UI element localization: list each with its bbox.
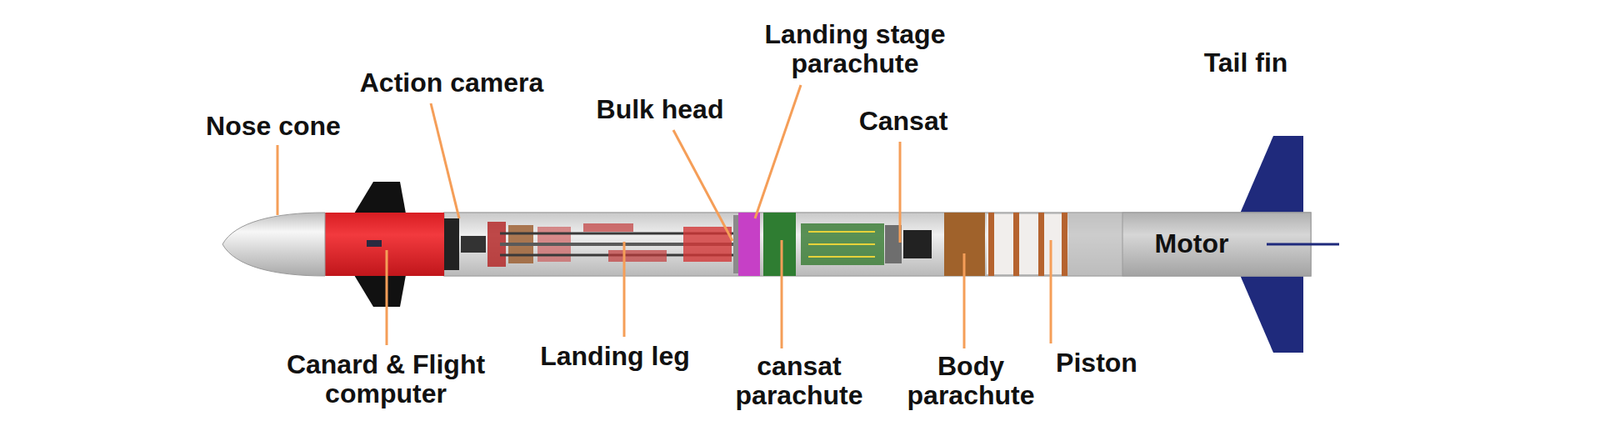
- leg-block: [608, 250, 667, 262]
- leader-line: [623, 241, 626, 337]
- part-label: Cansat: [859, 106, 949, 136]
- leader-line: [385, 250, 389, 345]
- leg-block: [683, 226, 732, 262]
- part-label: Nose cone: [205, 111, 341, 141]
- part-label: cansat parachute: [724, 351, 875, 410]
- cansat-board: [800, 223, 885, 265]
- leader-line: [899, 141, 902, 243]
- part-label: Body parachute: [895, 351, 1046, 410]
- cansat-trace: [808, 243, 875, 245]
- tail-fin: [1240, 275, 1304, 353]
- leader-line: [1050, 240, 1053, 344]
- coupler: [1068, 213, 1123, 275]
- part-label: Bulk head: [596, 95, 725, 125]
- leader-lines: [277, 85, 1051, 349]
- action-camera: [460, 235, 486, 253]
- tail-fin: [1240, 135, 1304, 214]
- leader-line: [755, 85, 801, 219]
- cansat-trace: [808, 255, 875, 258]
- piston-ring: [1038, 212, 1045, 276]
- leader-line: [780, 240, 784, 349]
- part-label: Landing leg: [540, 341, 690, 371]
- fin-edge: [1266, 243, 1340, 246]
- camera-mount: [444, 218, 460, 270]
- leader-line: [276, 145, 280, 215]
- leader-line: [673, 130, 733, 241]
- part-label: Action camera: [360, 68, 545, 98]
- nose-cone: [222, 212, 325, 276]
- canard-fin: [354, 275, 406, 307]
- canard-pivot: [366, 240, 382, 247]
- canard-fin: [354, 181, 406, 214]
- part-label: Tail fin: [1204, 48, 1289, 78]
- part-label: Canard & Flight computer: [273, 350, 499, 409]
- landing-stage-parachute: [738, 212, 760, 276]
- leg-block: [583, 223, 634, 232]
- leader-line: [963, 253, 966, 349]
- piston: [986, 214, 1067, 275]
- cansat-trace: [808, 230, 875, 233]
- leader-line: [430, 103, 460, 219]
- part-label: Piston: [1055, 348, 1138, 378]
- piston-ring: [1013, 212, 1020, 276]
- bulk-head: [733, 215, 739, 274]
- cansat-motor: [903, 230, 932, 259]
- part-label: Motor: [1155, 229, 1230, 259]
- piston-ring: [988, 212, 995, 276]
- cansat-parachute: [763, 212, 796, 276]
- body-tube: [444, 212, 1311, 276]
- piston-ring: [1061, 212, 1068, 276]
- canard-section: [324, 212, 445, 276]
- part-label: Landing stage parachute: [755, 20, 955, 79]
